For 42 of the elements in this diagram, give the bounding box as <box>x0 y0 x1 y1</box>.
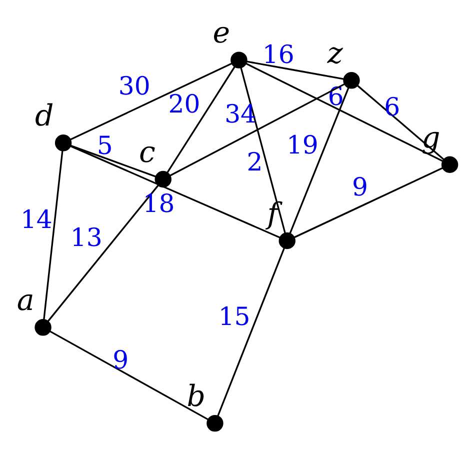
node-circle <box>230 51 248 68</box>
node-label: z <box>327 36 343 70</box>
node-label: b <box>186 378 206 412</box>
edge-label: 6 <box>384 92 400 121</box>
node-circle <box>206 414 224 432</box>
edge-label: 9 <box>352 172 368 202</box>
node-label: a <box>16 282 34 317</box>
connector <box>294 166 444 238</box>
connector <box>49 330 209 420</box>
connector <box>43 150 64 320</box>
node-label: e <box>212 15 230 50</box>
connector <box>246 60 344 80</box>
edge-label: 2 <box>246 147 263 176</box>
edge-label: 15 <box>218 301 250 330</box>
node-label: d <box>35 98 54 132</box>
edge-label: 5 <box>96 130 113 160</box>
connector <box>70 144 156 177</box>
node-circle <box>278 232 296 249</box>
edge-label: 30 <box>118 70 150 100</box>
edge-label: 20 <box>168 89 200 118</box>
connector <box>170 82 345 176</box>
connector <box>48 184 159 322</box>
connector <box>356 84 444 160</box>
edge-label: 13 <box>70 222 102 252</box>
connector <box>166 66 236 173</box>
connector <box>289 87 350 234</box>
node-circle <box>441 156 458 172</box>
connector <box>246 62 443 162</box>
connector <box>240 67 286 233</box>
connector <box>70 144 281 238</box>
node-circle <box>54 134 72 151</box>
node-circle <box>154 170 172 188</box>
connector <box>70 62 233 140</box>
node-label: c <box>139 134 156 168</box>
edge-label: 19 <box>286 130 318 160</box>
edge-label: 16 <box>262 40 294 69</box>
edge-label: 9 <box>112 344 129 374</box>
connector <box>216 246 286 416</box>
edge-label: 14 <box>20 204 52 234</box>
edge-label: 18 <box>142 188 175 218</box>
node-circle <box>34 318 52 336</box>
node-circle <box>343 72 360 88</box>
